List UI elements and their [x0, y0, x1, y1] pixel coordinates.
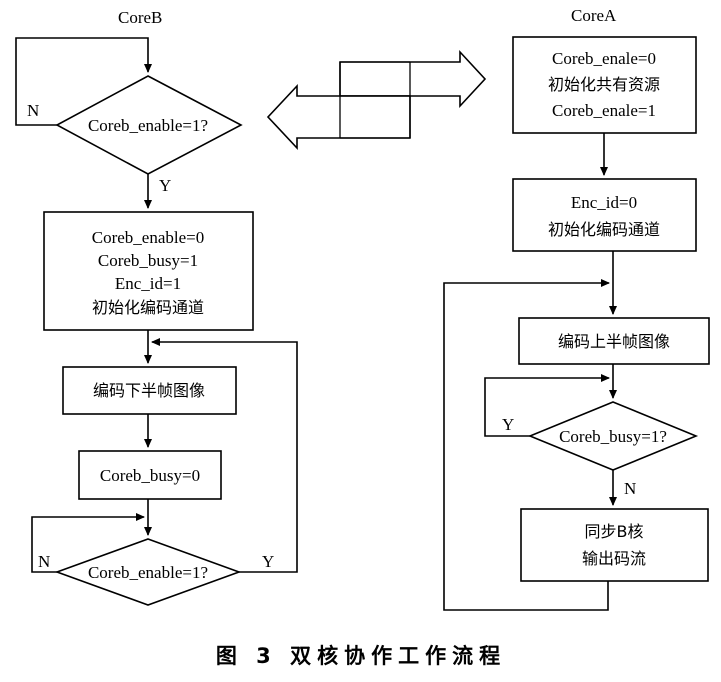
coreb-init-line-3: Enc_id=1 — [115, 274, 181, 293]
coreb-loop-no-line — [31, 513, 145, 573]
coreb-enable-loop-decision — [54, 538, 242, 606]
coreb-enable-decision-text: Coreb_enable=1? — [88, 116, 208, 135]
corea-busy-decision-text: Coreb_busy=1? — [559, 427, 667, 446]
figure-caption: 图 3 双核协作工作流程 — [216, 644, 506, 668]
corea-encode-text: 编码上半帧图像 — [558, 332, 670, 351]
coreb-encode-box — [62, 366, 237, 415]
corea-init-shared-line-1: Coreb_enale=0 — [552, 49, 656, 68]
corea-sync-box — [520, 508, 709, 582]
coreb-title: CoreB — [118, 8, 162, 27]
coreb-init-line-4: 初始化编码通道 — [92, 298, 204, 317]
corea-yes-label: Y — [502, 415, 514, 434]
coreb-init-box — [43, 211, 254, 331]
corea-outer-loop-line — [443, 279, 610, 611]
coreb-loop-no-label: N — [38, 552, 50, 571]
corea-encode-box — [518, 317, 710, 365]
coreb-init-line-1: Coreb_enable=0 — [92, 228, 205, 247]
corea-init-channel-box — [512, 178, 697, 252]
bidirectional-arrow — [266, 49, 487, 151]
corea-title: CoreA — [571, 6, 617, 25]
corea-init-channel-line-2: 初始化编码通道 — [548, 220, 660, 239]
corea-init-channel-line-1: Enc_id=0 — [571, 193, 637, 212]
corea-sync-line-2: 输出码流 — [582, 549, 646, 568]
corea-init-shared-line-3: Coreb_enale=1 — [552, 101, 656, 120]
coreb-no-label: N — [27, 101, 39, 120]
coreb-loop-yes-label: Y — [262, 552, 274, 571]
coreb-busy-text: Coreb_busy=0 — [100, 466, 200, 485]
corea-sync-line-1: 同步B核 — [585, 522, 644, 541]
coreb-top-loop-line — [15, 37, 152, 126]
corea-init-shared-line-2: 初始化共有资源 — [548, 75, 660, 94]
corea-loop-yes-line — [484, 374, 610, 437]
coreb-encode-text: 编码下半帧图像 — [93, 381, 205, 400]
corea-no-label: N — [624, 479, 636, 498]
coreb-loop-yes-line — [151, 338, 298, 573]
coreb-busy-box — [78, 450, 222, 500]
coreb-yes-label: Y — [159, 176, 171, 195]
coreb-enable-loop-decision-text: Coreb_enable=1? — [88, 563, 208, 582]
coreb-init-line-2: Coreb_busy=1 — [98, 251, 198, 270]
